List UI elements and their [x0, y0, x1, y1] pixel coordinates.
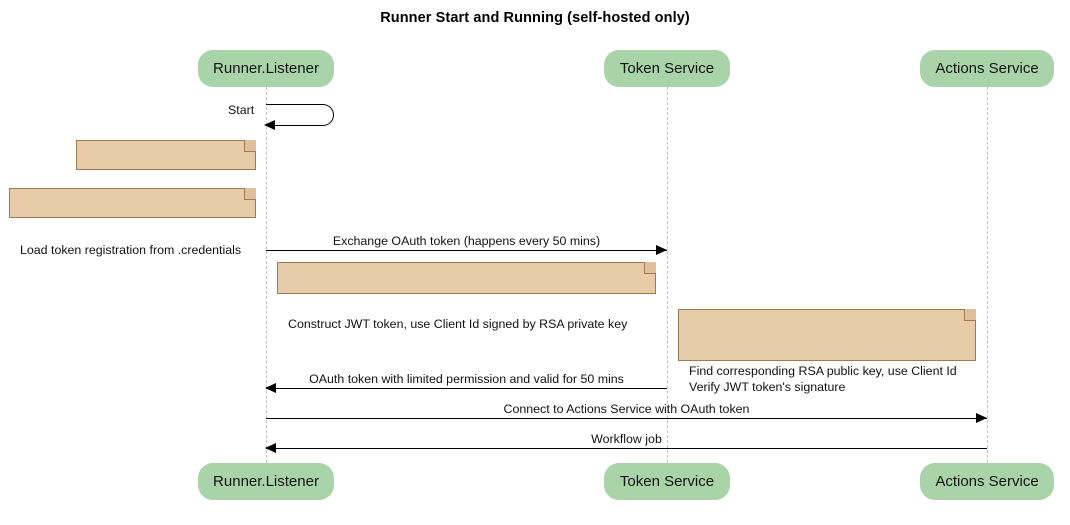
arrowhead-right — [976, 412, 987, 423]
participant-token-service-top[interactable]: Token Service — [604, 50, 730, 87]
arrowhead-left — [265, 382, 276, 393]
note-load-config-info: Load config info from .runner — [76, 140, 256, 209]
message-label-workflow-job: Workflow job — [591, 432, 662, 446]
arrowhead-left — [265, 442, 276, 453]
arrowhead-left — [264, 119, 275, 130]
arrowhead-right — [656, 244, 667, 255]
message-start[interactable] — [264, 104, 336, 130]
note-fold-icon — [244, 188, 256, 200]
participant-actions-service-top[interactable]: Actions Service — [920, 50, 1054, 87]
message-label-connect-actions-service: Connect to Actions Service with OAuth to… — [503, 402, 750, 416]
participant-runner-listener-bottom[interactable]: Runner.Listener — [198, 463, 334, 500]
page-title: Runner Start and Running (self-hosted on… — [380, 10, 690, 26]
note-text: Load token registration from .credential… — [20, 243, 242, 257]
note-text: Construct JWT token, use Client Id signe… — [288, 317, 628, 331]
note-load-token-registration: Load token registration from .credential… — [9, 188, 256, 257]
message-label-exchange-oauth-token: Exchange OAuth token (happens every 50 m… — [332, 234, 601, 248]
participant-token-service-bottom[interactable]: Token Service — [604, 463, 730, 500]
message-oauth-token-reply[interactable] — [266, 388, 667, 389]
selfloop-bottom-segment — [274, 125, 322, 126]
participant-label: Actions Service — [935, 473, 1039, 490]
note-verify-jwt-token: Find corresponding RSA public key, use C… — [678, 309, 976, 394]
note-text: Find corresponding RSA public key, use C… — [689, 364, 957, 394]
selfloop-top-segment — [266, 104, 320, 105]
note-fold-icon — [964, 309, 976, 321]
note-construct-jwt-token: Construct JWT token, use Client Id signe… — [277, 262, 656, 331]
note-fold-icon — [644, 262, 656, 274]
lifeline-actions — [987, 87, 988, 463]
participant-label: Runner.Listener — [213, 473, 319, 490]
note-fold-icon — [244, 140, 256, 152]
message-connect-actions-service[interactable] — [266, 418, 987, 419]
participant-actions-service-bottom[interactable]: Actions Service — [920, 463, 1054, 500]
message-exchange-oauth-token[interactable] — [266, 250, 667, 251]
participant-label: Token Service — [619, 473, 715, 490]
message-label-start: Start — [228, 103, 255, 117]
selfloop-curve — [314, 104, 334, 126]
message-workflow-job[interactable] — [266, 448, 987, 449]
message-label-oauth-token-reply: OAuth token with limited permission and … — [309, 372, 624, 386]
participant-label: Actions Service — [935, 60, 1039, 77]
participant-label: Runner.Listener — [213, 60, 319, 77]
lifeline-token — [667, 87, 668, 463]
participant-label: Token Service — [619, 60, 715, 77]
lifeline-runner — [266, 87, 267, 463]
participant-runner-listener-top[interactable]: Runner.Listener — [198, 50, 334, 87]
